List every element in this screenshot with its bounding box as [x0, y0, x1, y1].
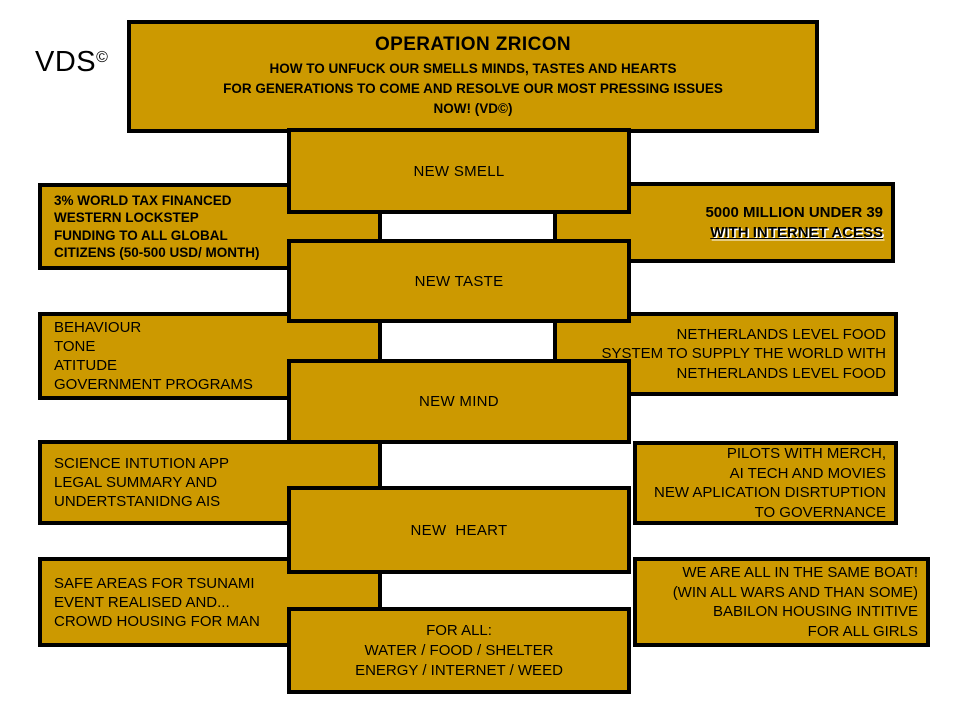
box-new-smell: NEW SMELL	[287, 128, 631, 214]
text-line: NETHERLANDS LEVEL FOOD	[676, 325, 887, 343]
text-line: WESTERN LOCKSTEP	[54, 210, 199, 225]
text-line: BEHAVIOUR	[54, 319, 142, 336]
text-line: 5000 MILLION UNDER 39	[705, 204, 883, 221]
text-line: ENERGY / INTERNET / WEED	[355, 661, 563, 679]
text-line: GOVERNMENT PROGRAMS	[54, 376, 253, 393]
text-line: WATER / FOOD / SHELTER	[364, 641, 554, 659]
title-subtitle-line: FOR GENERATIONS TO COME AND RESOLVE OUR …	[223, 81, 723, 96]
text-line: ATITUDE	[54, 357, 118, 374]
copyright-symbol: ©	[96, 49, 109, 66]
box-label: NEW TASTE	[414, 272, 504, 290]
text-line: SYSTEM TO SUPPLY THE WORLD WITH	[601, 345, 887, 363]
text-line: NEW APLICATION DISRTUPTION	[654, 484, 886, 501]
page-title: OPERATION ZRICON	[374, 34, 572, 55]
box-new-heart: NEW HEART	[287, 486, 631, 574]
text-line: CITIZENS (50-500 USD/ MONTH)	[54, 245, 260, 260]
text-line: TO GOVERNANCE	[754, 503, 886, 521]
box-for-all: FOR ALL: WATER / FOOD / SHELTER ENERGY /…	[287, 607, 631, 694]
text-line: AI TECH AND MOVIES	[729, 464, 886, 482]
vds-watermark-text: VDS	[35, 46, 97, 78]
text-line: SCIENCE INTUTION APP	[54, 455, 230, 472]
box-internet-access: 5000 MILLION UNDER 39 WITH INTERNET ACES…	[553, 182, 895, 263]
text-line: EVENT REALISED AND...	[54, 593, 230, 611]
text-line: FOR ALL:	[426, 621, 492, 639]
internet-access-link[interactable]: WITH INTERNET ACESS	[710, 223, 883, 241]
text-line: FOR ALL GIRLS	[807, 622, 918, 640]
text-line: NETHERLANDS LEVEL FOOD	[676, 364, 887, 382]
text-line: FUNDING TO ALL GLOBAL	[54, 227, 228, 243]
text-line: 3% WORLD TAX FINANCED	[54, 192, 232, 208]
box-new-taste: NEW TASTE	[287, 239, 631, 323]
title-subtitle-line: HOW TO UNFUCK OUR SMELLS MINDS, TASTES A…	[269, 61, 677, 76]
box-new-mind: NEW MIND	[287, 359, 631, 444]
box-label: NEW SMELL	[413, 162, 505, 180]
text-line: TONE	[54, 338, 96, 355]
box-pilots: PILOTS WITH MERCH, AI TECH AND MOVIES NE…	[633, 441, 898, 525]
box-label: NEW MIND	[419, 393, 499, 410]
box-label: NEW HEART	[410, 521, 508, 539]
text-line: CROWD HOUSING FOR MAN	[54, 612, 260, 630]
text-line: (WIN ALL WARS AND THAN SOME)	[672, 583, 918, 601]
text-line: PILOTS WITH MERCH,	[726, 445, 886, 462]
vds-watermark: VDS©	[35, 46, 108, 79]
text-line: SAFE AREAS FOR TSUNAMI	[54, 574, 255, 592]
text-line: BABILON HOUSING INTITIVE	[712, 603, 918, 620]
title-subtitle-line: NOW! (VD©)	[433, 101, 513, 116]
text-line: LEGAL SUMMARY AND	[54, 474, 218, 491]
text-line: UNDERTSTANIDNG AIS	[54, 493, 221, 510]
box-same-boat: WE ARE ALL IN THE SAME BOAT! (WIN ALL WA…	[633, 557, 930, 647]
title-box: OPERATION ZRICON HOW TO UNFUCK OUR SMELL…	[127, 20, 819, 133]
text-line: WE ARE ALL IN THE SAME BOAT!	[682, 564, 918, 581]
